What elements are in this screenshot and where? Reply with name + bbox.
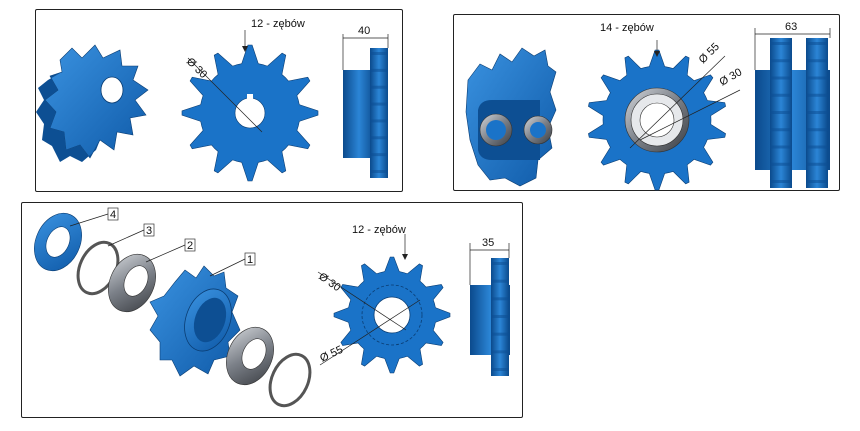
exploded-assembly [34,212,312,408]
bore [639,102,675,138]
sprocket-side-view [343,48,388,178]
teeth-label: 12 - zębów [352,224,406,236]
sprocket-side-view [470,258,510,376]
sprocket-side-view [755,38,830,188]
part-callouts: 4 3 2 1 [69,207,256,277]
bore-dim-line [187,57,263,133]
width-label: 63 [785,21,797,33]
callout-2: 2 [187,240,193,252]
callout-1: 1 [247,254,253,266]
teeth-label: 14 - zębów [600,22,654,34]
outer-dia-label: Ø 55 [318,344,345,365]
bore-dia-label: Ø 30 [184,56,209,81]
callout-3: 3 [146,225,152,237]
sprocket-front-view-12 [181,44,319,182]
circlip-part-2 [268,352,312,408]
sprocket-3d-cutaway-view [465,47,557,187]
bore [373,296,411,334]
bore-dia-label: Ø 30 [316,271,342,295]
width-label: 35 [482,237,494,249]
sprocket-3d-view [36,44,149,162]
teeth-label: 12 - zębów [251,18,305,30]
bore-dia-label: Ø 30 [718,66,745,88]
callout-4: 4 [110,209,116,221]
width-label: 40 [358,25,370,37]
